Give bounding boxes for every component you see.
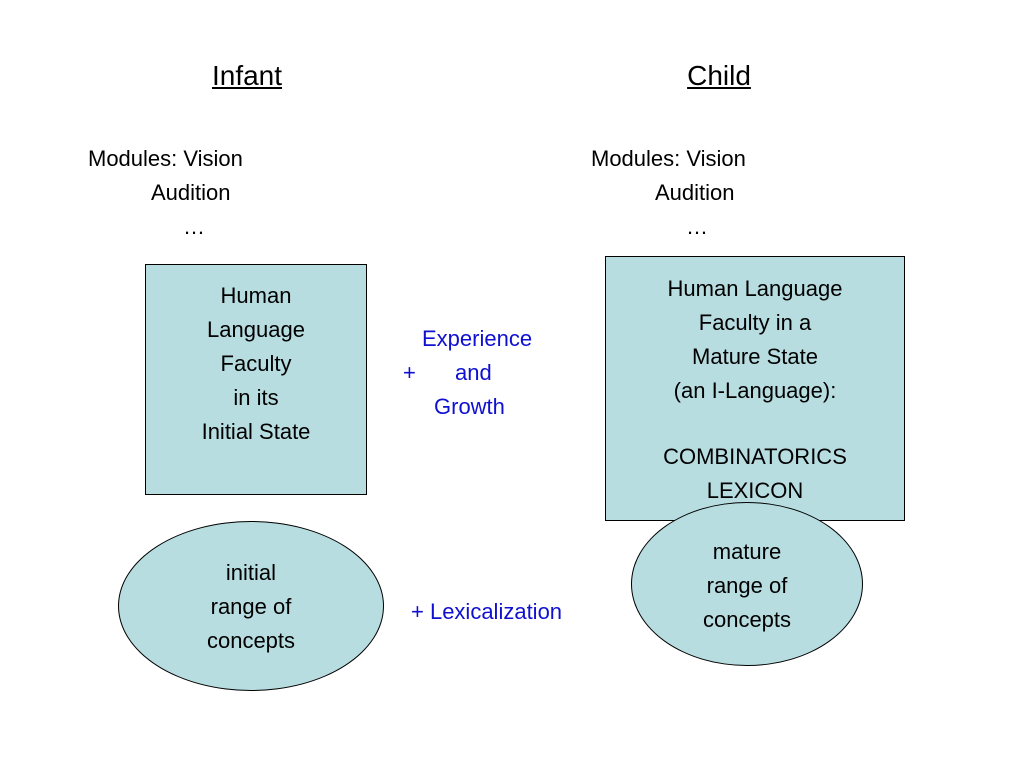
child-box-spacer (606, 408, 904, 440)
infant-ellipse-line: initial (225, 560, 277, 585)
infant-box-line: in its (233, 385, 279, 410)
child-concepts-ellipse: mature range of concepts (631, 502, 863, 666)
child-box-line: (an I-Language): (673, 378, 837, 403)
infant-language-faculty-box: Human Language Faculty in its Initial St… (145, 264, 367, 495)
infant-box-text: Human Language Faculty in its Initial St… (146, 279, 366, 449)
child-box-line: COMBINATORICS (663, 444, 847, 469)
infant-ellipse-line: range of (210, 594, 292, 619)
child-ellipse-line: range of (706, 573, 788, 598)
infant-audition: Audition (151, 180, 231, 205)
transition-growth: Growth (434, 394, 505, 419)
child-heading: Child (687, 60, 751, 91)
infant-concepts-ellipse: initial range of concepts (118, 521, 384, 691)
infant-box-line: Faculty (220, 351, 292, 376)
child-modules-label: Modules: Vision (591, 146, 746, 171)
child-box-line: Mature State (692, 344, 818, 369)
infant-box-line: Language (207, 317, 305, 342)
infant-box-line: Human (220, 283, 292, 308)
transition-lexicalization: + Lexicalization (411, 599, 563, 624)
transition-experience: Experience (422, 326, 533, 351)
infant-modules-label: Modules: Vision (88, 146, 243, 171)
infant-heading: Infant (211, 60, 283, 91)
child-modules-ellipsis: … (686, 214, 708, 239)
child-ellipse-text: mature range of concepts (632, 535, 862, 637)
infant-modules-ellipsis: … (183, 214, 205, 239)
infant-ellipse-text: initial range of concepts (119, 556, 383, 658)
child-ellipse-line: mature (712, 539, 782, 564)
child-language-faculty-box: Human Language Faculty in a Mature State… (605, 256, 905, 521)
child-box-line: Faculty in a (698, 310, 812, 335)
infant-ellipse-line: concepts (206, 628, 296, 653)
transition-plus: + (403, 360, 416, 385)
child-ellipse-line: concepts (702, 607, 792, 632)
child-audition: Audition (655, 180, 735, 205)
child-box-line: Human Language (667, 276, 843, 301)
transition-and: and (455, 360, 492, 385)
child-box-text: Human Language Faculty in a Mature State… (606, 272, 904, 508)
infant-box-line: Initial State (201, 419, 311, 444)
child-box-line: LEXICON (706, 478, 804, 503)
